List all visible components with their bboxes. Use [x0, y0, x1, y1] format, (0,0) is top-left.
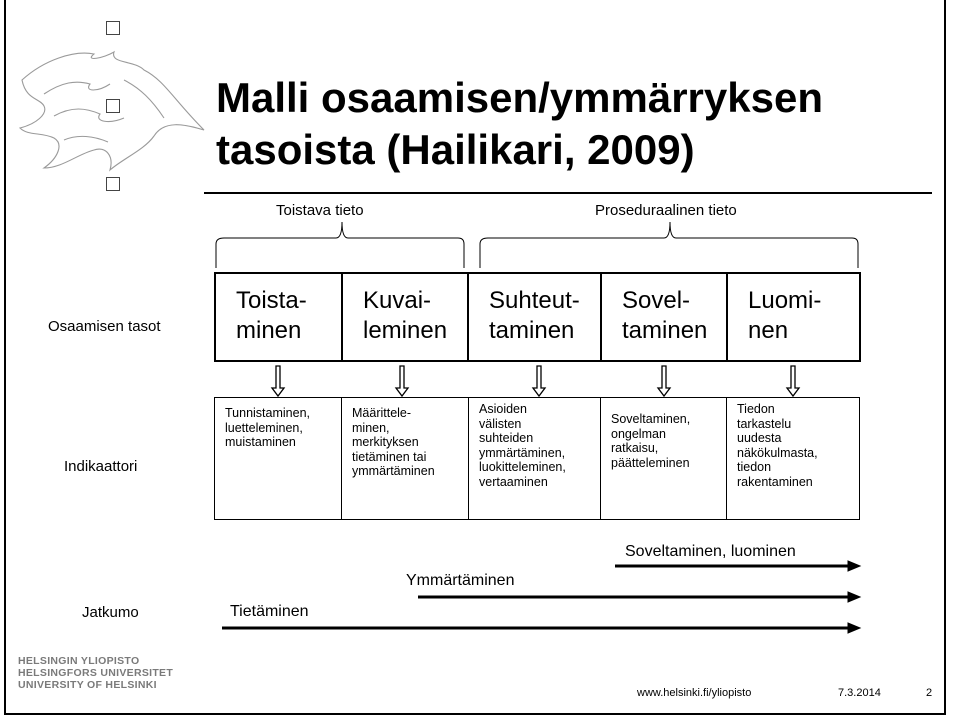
footer-url: www.helsinki.fi/yliopisto	[637, 687, 752, 699]
continuum-arrow-head	[847, 560, 862, 572]
down-arrow	[270, 365, 286, 398]
continuum-arrow-head	[847, 591, 862, 603]
level-label: Sovel- taminen	[622, 287, 708, 344]
indicator-box: Tunnistaminen, luetteleminen, muistamine…	[214, 397, 342, 520]
level-label: Suhteut- taminen	[489, 287, 580, 344]
row-label-indicator: Indikaattori	[64, 458, 138, 475]
indicator-text: Tiedon tarkastelu uudesta näkökulmasta, …	[737, 402, 818, 489]
level-label: Toista- minen	[236, 287, 307, 344]
title-rule	[204, 192, 932, 194]
row-label-continuum: Jatkumo	[82, 604, 139, 621]
continuum-label: Ymmärtäminen	[406, 572, 515, 589]
continuum-arrow-head	[847, 622, 862, 634]
slide-title: Malli osaamisen/ymmärryksen tasoista (Ha…	[216, 74, 823, 173]
university-logo-text: HELSINGIN YLIOPISTO HELSINGFORS UNIVERSI…	[18, 655, 173, 691]
level-box: Suhteut- taminen	[467, 272, 602, 362]
right-brace	[479, 221, 859, 268]
footer-date: 7.3.2014	[838, 687, 881, 699]
slide-frame	[4, 0, 946, 715]
logo-line: UNIVERSITY OF HELSINKI	[18, 679, 157, 691]
indicator-box: Määrittele- minen, merkityksen tietämine…	[341, 397, 469, 520]
bullet-marker	[106, 99, 120, 113]
indicator-text: Tunnistaminen, luetteleminen, muistamine…	[225, 406, 310, 449]
indicator-text: Asioiden välisten suhteiden ymmärtäminen…	[479, 402, 566, 489]
continuum-label: Soveltaminen, luominen	[625, 543, 796, 560]
bullet-marker	[106, 21, 120, 35]
group-label-procedural: Proseduraalinen tieto	[595, 202, 737, 219]
level-box: Kuvai- leminen	[341, 272, 469, 362]
row-label-levels: Osaamisen tasot	[48, 318, 161, 335]
indicator-box: Tiedon tarkastelu uudesta näkökulmasta, …	[726, 397, 860, 520]
group-label-repetitive: Toistava tieto	[276, 202, 364, 219]
level-label: Kuvai- leminen	[363, 287, 448, 344]
logo-line: HELSINGIN YLIOPISTO	[18, 655, 140, 667]
indicator-text: Soveltaminen, ongelman ratkaisu, päättel…	[611, 412, 691, 470]
bullet-marker	[106, 177, 120, 191]
indicator-text: Määrittele- minen, merkityksen tietämine…	[352, 406, 435, 478]
down-arrow	[656, 365, 672, 398]
level-label: Luomi- nen	[748, 287, 822, 344]
down-arrow	[785, 365, 801, 398]
down-arrow	[394, 365, 410, 398]
left-brace	[215, 221, 465, 268]
page-number: 2	[926, 687, 933, 699]
indicator-box: Asioiden välisten suhteiden ymmärtäminen…	[468, 397, 601, 520]
down-arrow	[531, 365, 547, 398]
indicator-box: Soveltaminen, ongelman ratkaisu, päättel…	[600, 397, 727, 520]
level-box: Luomi- nen	[726, 272, 861, 362]
level-box: Sovel- taminen	[600, 272, 728, 362]
continuum-label: Tietäminen	[230, 603, 309, 620]
logo-line: HELSINGFORS UNIVERSITET	[18, 667, 174, 679]
university-flame-logo-icon	[18, 50, 205, 172]
level-box: Toista- minen	[214, 272, 343, 362]
